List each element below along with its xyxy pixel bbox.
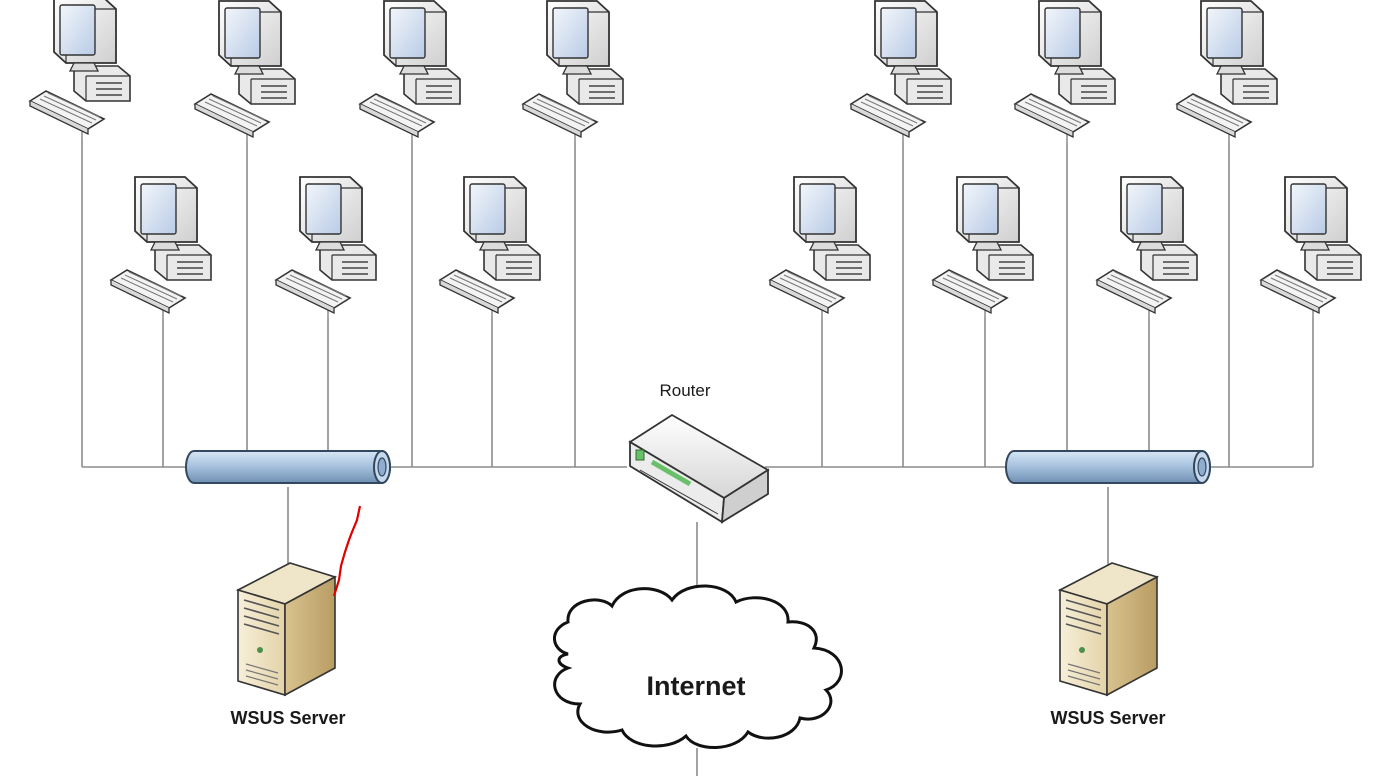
workstation-icon [275, 176, 377, 319]
internet-label: Internet [646, 671, 745, 701]
internet-cloud-icon [553, 584, 843, 749]
workstation-icon [1260, 176, 1362, 319]
workstation-icon [850, 0, 952, 143]
workstation-icon [29, 0, 131, 140]
workstation-icon [769, 176, 871, 319]
workstation-icon [522, 0, 624, 143]
cabling [81, 139, 1314, 776]
server-right-icon [1057, 562, 1160, 697]
workstation-icon [359, 0, 461, 143]
workstation-icon [1176, 0, 1278, 143]
workstation-icon [932, 176, 1034, 319]
annotation-mark [332, 505, 362, 597]
hub-right-icon [1005, 450, 1211, 484]
router-icon [628, 413, 770, 524]
router-label: Router [659, 381, 710, 400]
server-right-label: WSUS Server [1050, 708, 1165, 728]
right-network [769, 0, 1362, 319]
workstation-icon [1096, 176, 1198, 319]
workstation-icon [110, 176, 212, 319]
workstation-icon [1014, 0, 1116, 143]
hub-left-icon [185, 450, 391, 484]
server-left-label: WSUS Server [230, 708, 345, 728]
left-network [29, 0, 624, 319]
workstation-icon [439, 176, 541, 319]
server-left-icon [235, 562, 338, 697]
workstation-icon [194, 0, 296, 143]
